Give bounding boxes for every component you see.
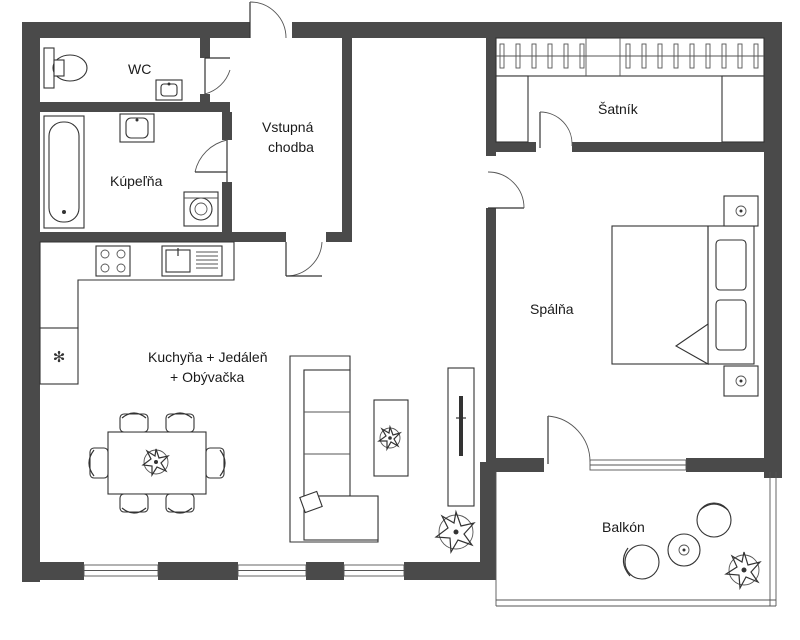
fridge: ✻ <box>53 348 66 366</box>
room-label-hall-2: chodba <box>268 139 314 155</box>
plant-icon <box>141 448 170 478</box>
chair-top-right <box>165 412 195 433</box>
window-living-3 <box>343 564 405 577</box>
kitchen-sink <box>161 245 223 277</box>
balcony-railing <box>495 472 777 607</box>
plant-icon <box>434 509 476 554</box>
plant-icon <box>377 424 403 452</box>
balcony-chair-2 <box>622 544 660 580</box>
room-label-living-2: + Obývačka <box>170 369 245 385</box>
room-label-bedroom: Spálňa <box>530 301 574 317</box>
bathtub <box>43 115 85 229</box>
room-label-wc: WC <box>128 61 151 77</box>
chair-bottom-right <box>165 493 195 514</box>
kitchen-door <box>285 241 323 277</box>
plant-icon <box>724 551 762 591</box>
washing-machine <box>183 191 219 227</box>
room-label-bathroom: Kúpeľňa <box>110 173 163 189</box>
nightstand-top <box>723 195 759 227</box>
room-label-balcony: Balkón <box>602 519 645 535</box>
balcony-window <box>589 459 687 471</box>
cooktop <box>95 245 131 277</box>
wardrobe-shelving <box>495 37 765 143</box>
dining-chairs <box>88 412 226 514</box>
wc-door <box>204 57 231 95</box>
room-label-living-1: Kuchyňa + Jedáleň <box>148 349 267 365</box>
balcony-chair-1 <box>696 502 732 538</box>
snowflake-icon: ✻ <box>53 348 66 366</box>
wardrobe-door <box>539 111 573 148</box>
bathroom-sink <box>119 113 155 143</box>
window-living-2 <box>237 564 307 577</box>
chair-top-left <box>119 412 149 433</box>
nightstand-bottom <box>723 365 759 397</box>
entrance-door <box>249 1 287 39</box>
hangers <box>496 43 764 69</box>
chair-bottom-left <box>119 493 149 514</box>
sofa <box>289 355 379 543</box>
chair-left <box>88 447 109 479</box>
tv-unit <box>447 367 475 507</box>
balcony-table <box>667 533 701 567</box>
bathroom-door <box>194 139 228 182</box>
outer-walls <box>22 22 782 582</box>
balcony-door <box>547 415 591 464</box>
double-bed <box>611 225 755 365</box>
window-living-1 <box>83 564 159 577</box>
room-label-wardrobe: Šatník <box>598 101 639 117</box>
toilet <box>43 47 88 89</box>
wc-sink <box>155 79 183 101</box>
chair-right <box>205 447 226 479</box>
interior-walls <box>40 38 782 472</box>
room-label-hall-1: Vstupná <box>262 119 314 135</box>
drainboard <box>196 251 218 269</box>
bedroom-door <box>487 171 525 209</box>
